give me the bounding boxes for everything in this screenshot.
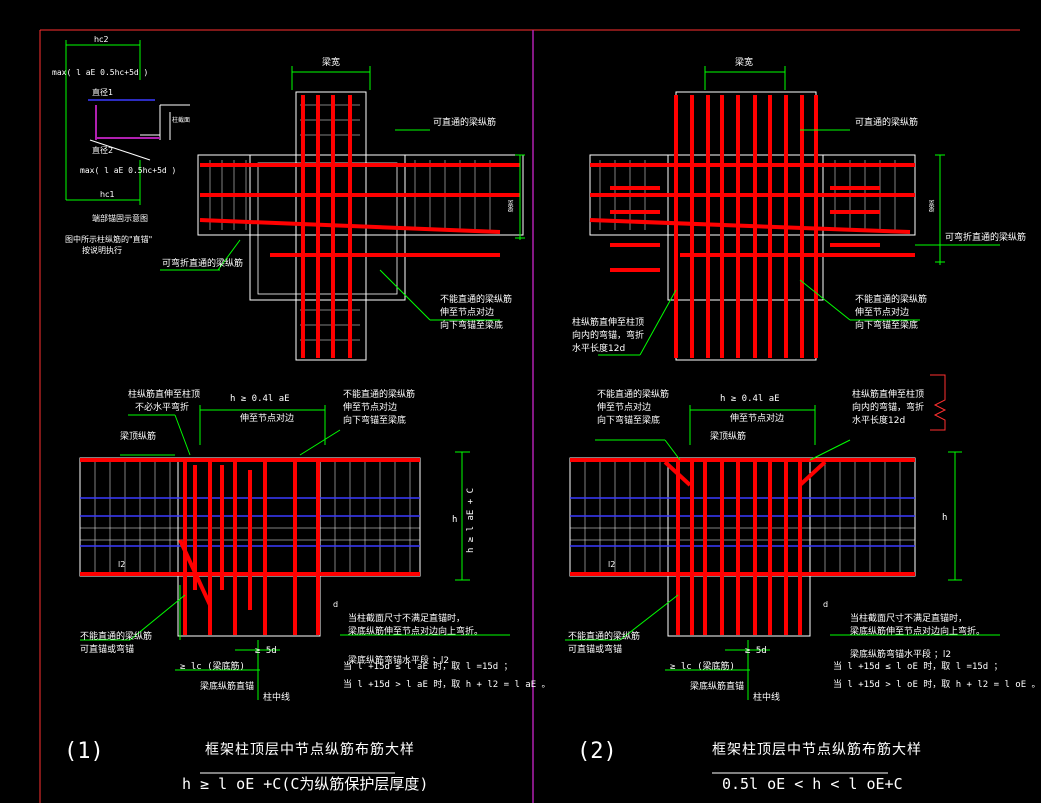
d2-plan-dim-right: 梁宽 bbox=[929, 200, 936, 212]
d2-sec-dim-lc: ≥ lc (梁底筋) bbox=[670, 662, 735, 672]
d2-sec-d: d bbox=[823, 600, 829, 609]
anchor-note-2: 按说明执行 bbox=[82, 246, 122, 255]
d1-sec-note-bottom-3: 梁底纵筋弯锚水平段 ；l2 bbox=[348, 656, 450, 666]
anchor-note-1: 图中所示柱纵筋的"直锚" bbox=[65, 235, 153, 244]
detail1-section bbox=[79, 405, 510, 700]
hc1-label: hc1 bbox=[100, 190, 115, 199]
d2-plan-callout-left-3: 水平长度12d bbox=[572, 344, 626, 354]
d2-plan-callout-right-far: 可弯折直通的梁纵筋 bbox=[945, 233, 1027, 243]
d1-sec-note-left-2: 可直锚或弯锚 bbox=[80, 645, 135, 655]
d1-sec-note-bottom-1: 当柱截面尺寸不满足直锚时， bbox=[348, 614, 466, 624]
d2-sec-note-top-1: 不能直通的梁纵筋 bbox=[597, 390, 670, 400]
d1-sec-dim-lc: ≥ lc (梁底筋) bbox=[180, 662, 245, 672]
max-top-label: max( l aE 0.5hc+5d ) bbox=[52, 68, 149, 77]
d2-sec-center-line: 柱中线 bbox=[753, 693, 781, 703]
d2-plan-callout-right-3: 向下弯锚至梁底 bbox=[855, 321, 919, 331]
d1-plan-callout-top-right: 可直通的梁纵筋 bbox=[433, 118, 497, 128]
d2-sec-height-label: h bbox=[942, 513, 948, 523]
detail2-plan bbox=[589, 66, 1000, 361]
d2-plan-dim-top: 梁宽 bbox=[735, 58, 754, 68]
d1-plan-callout-right-3: 向下弯锚至梁底 bbox=[440, 321, 504, 331]
d1-sec-beam-top-bar: 梁顶纵筋 bbox=[120, 432, 157, 442]
d2-sec-dim-h-sub: 伸至节点对边 bbox=[730, 414, 785, 424]
d1-sec-note-mid-2: 伸至节点对边 bbox=[343, 403, 398, 413]
d1-sec-note-bottom-2: 梁底纵筋伸至节点对边向上弯折。 bbox=[348, 627, 484, 637]
d2-sec-note-left-1: 不能直通的梁纵筋 bbox=[568, 632, 641, 642]
d2-plan-callout-left-2: 向内的弯锚，弯折 bbox=[572, 331, 645, 341]
d1-sec-note-col-2: 不必水平弯折 bbox=[135, 403, 190, 413]
zhi-jing-1-label: 直径1 bbox=[92, 88, 114, 97]
d2-plan-callout-right-1: 不能直通的梁纵筋 bbox=[855, 295, 928, 305]
d2-sec-note-top-3: 向下弯锚至梁底 bbox=[597, 416, 661, 426]
d1-sec-l2: l2 bbox=[118, 560, 126, 569]
d2-sec-note-col-3: 水平长度12d bbox=[852, 416, 906, 426]
d2-sec-note-col-1: 柱纵筋直伸至柱顶 bbox=[852, 390, 925, 400]
d1-plan-dim-right: 梁宽 bbox=[508, 200, 515, 212]
d2-sec-note-col-2: 向内的弯锚，弯折 bbox=[852, 403, 925, 413]
small-note-label: 柱截面 bbox=[172, 117, 191, 124]
cad-drawing bbox=[39, 29, 1020, 803]
d2-sec-dim-5d: ≥ 5d bbox=[745, 646, 767, 656]
d2-sec-note-bottom-2: 梁底纵筋伸至节点对边向上弯折。 bbox=[850, 627, 986, 637]
d2-sec-note-bottom-1: 当柱截面尺寸不满足直锚时， bbox=[850, 614, 968, 624]
d1-sec-height-label: h bbox=[452, 515, 458, 525]
d2-sec-beam-top-bar: 梁顶纵筋 bbox=[710, 432, 747, 442]
detail2-title: 框架柱顶层中节点纵筋布筋大样 bbox=[712, 742, 922, 758]
hc2-label: hc2 bbox=[94, 35, 109, 44]
d1-sec-note-col-1: 柱纵筋直伸至柱顶 bbox=[128, 390, 201, 400]
d1-sec-dim-5d: ≥ 5d bbox=[255, 646, 277, 656]
d2-sec-note-left-2: 可直锚或弯锚 bbox=[568, 645, 623, 655]
drawing-frame bbox=[39, 29, 1020, 803]
anchorage-schematic bbox=[65, 40, 190, 205]
d2-plan-callout-top-right: 可直通的梁纵筋 bbox=[855, 118, 919, 128]
anchor-caption: 端部锚固示意图 bbox=[92, 214, 148, 223]
d1-plan-dim-top: 梁宽 bbox=[322, 58, 341, 68]
d1-sec-d: d bbox=[333, 600, 339, 609]
d2-plan-callout-left-1: 柱纵筋直伸至柱顶 bbox=[572, 318, 645, 328]
d1-sec-cond-2: 当 l +15d > l aE 时，取 h + l2 = l aE 。 bbox=[343, 680, 551, 690]
detail2-number: (2) bbox=[577, 739, 617, 764]
d2-sec-cond-1: 当 l +15d ≤ l oE 时，取 l =15d ； bbox=[833, 662, 1003, 672]
d2-sec-dim-h: h ≥ 0.4l aE bbox=[720, 394, 780, 404]
d1-sec-note-left-1: 不能直通的梁纵筋 bbox=[80, 632, 153, 642]
d1-sec-dim-lc-sub: 梁底纵筋直锚 bbox=[200, 682, 255, 692]
d2-sec-cond-2: 当 l +15d > l oE 时，取 h + l2 = l oE 。 bbox=[833, 680, 1041, 690]
detail1-number: (1) bbox=[64, 739, 104, 764]
d1-sec-note-mid-1: 不能直通的梁纵筋 bbox=[343, 390, 416, 400]
d1-sec-cond-1: 当 l +15d ≤ l aE 时，取 l =15d ； bbox=[343, 662, 513, 672]
d1-sec-dim-h-sub: 伸至节点对边 bbox=[240, 414, 295, 424]
d1-sec-center-line: 柱中线 bbox=[263, 693, 291, 703]
d1-plan-callout-right-2: 伸至节点对边 bbox=[440, 308, 495, 318]
d2-sec-dim-lc-sub: 梁底纵筋直锚 bbox=[690, 682, 745, 692]
d1-plan-callout-right-1: 不能直通的梁纵筋 bbox=[440, 295, 513, 305]
detail2-formula: 0.5l oE < h < l oE+C bbox=[722, 775, 903, 793]
max-bot-label: max( l aE 0.5hc+5d ) bbox=[80, 166, 177, 175]
d2-sec-l2: l2 bbox=[608, 560, 616, 569]
detail2-section bbox=[565, 374, 1000, 700]
d1-sec-height-cond: h ≥ l aE + C bbox=[466, 488, 476, 554]
zhi-jing-2-label: 直径2 bbox=[92, 146, 114, 155]
d2-sec-note-bottom-3: 梁底纵筋弯锚水平段 ；l2 bbox=[850, 650, 952, 660]
d1-plan-callout-left: 可弯折直通的梁纵筋 bbox=[162, 259, 244, 269]
d1-sec-note-mid-3: 向下弯锚至梁底 bbox=[343, 416, 407, 426]
d1-sec-dim-h: h ≥ 0.4l aE bbox=[230, 394, 290, 404]
d2-plan-callout-right-2: 伸至节点对边 bbox=[855, 308, 910, 318]
detail1-title: 框架柱顶层中节点纵筋布筋大样 bbox=[205, 742, 415, 758]
detail1-plan bbox=[160, 66, 525, 361]
detail1-formula: h ≥ l oE +C(C为纵筋保护层厚度) bbox=[182, 775, 429, 793]
d2-sec-note-top-2: 伸至节点对边 bbox=[597, 403, 652, 413]
